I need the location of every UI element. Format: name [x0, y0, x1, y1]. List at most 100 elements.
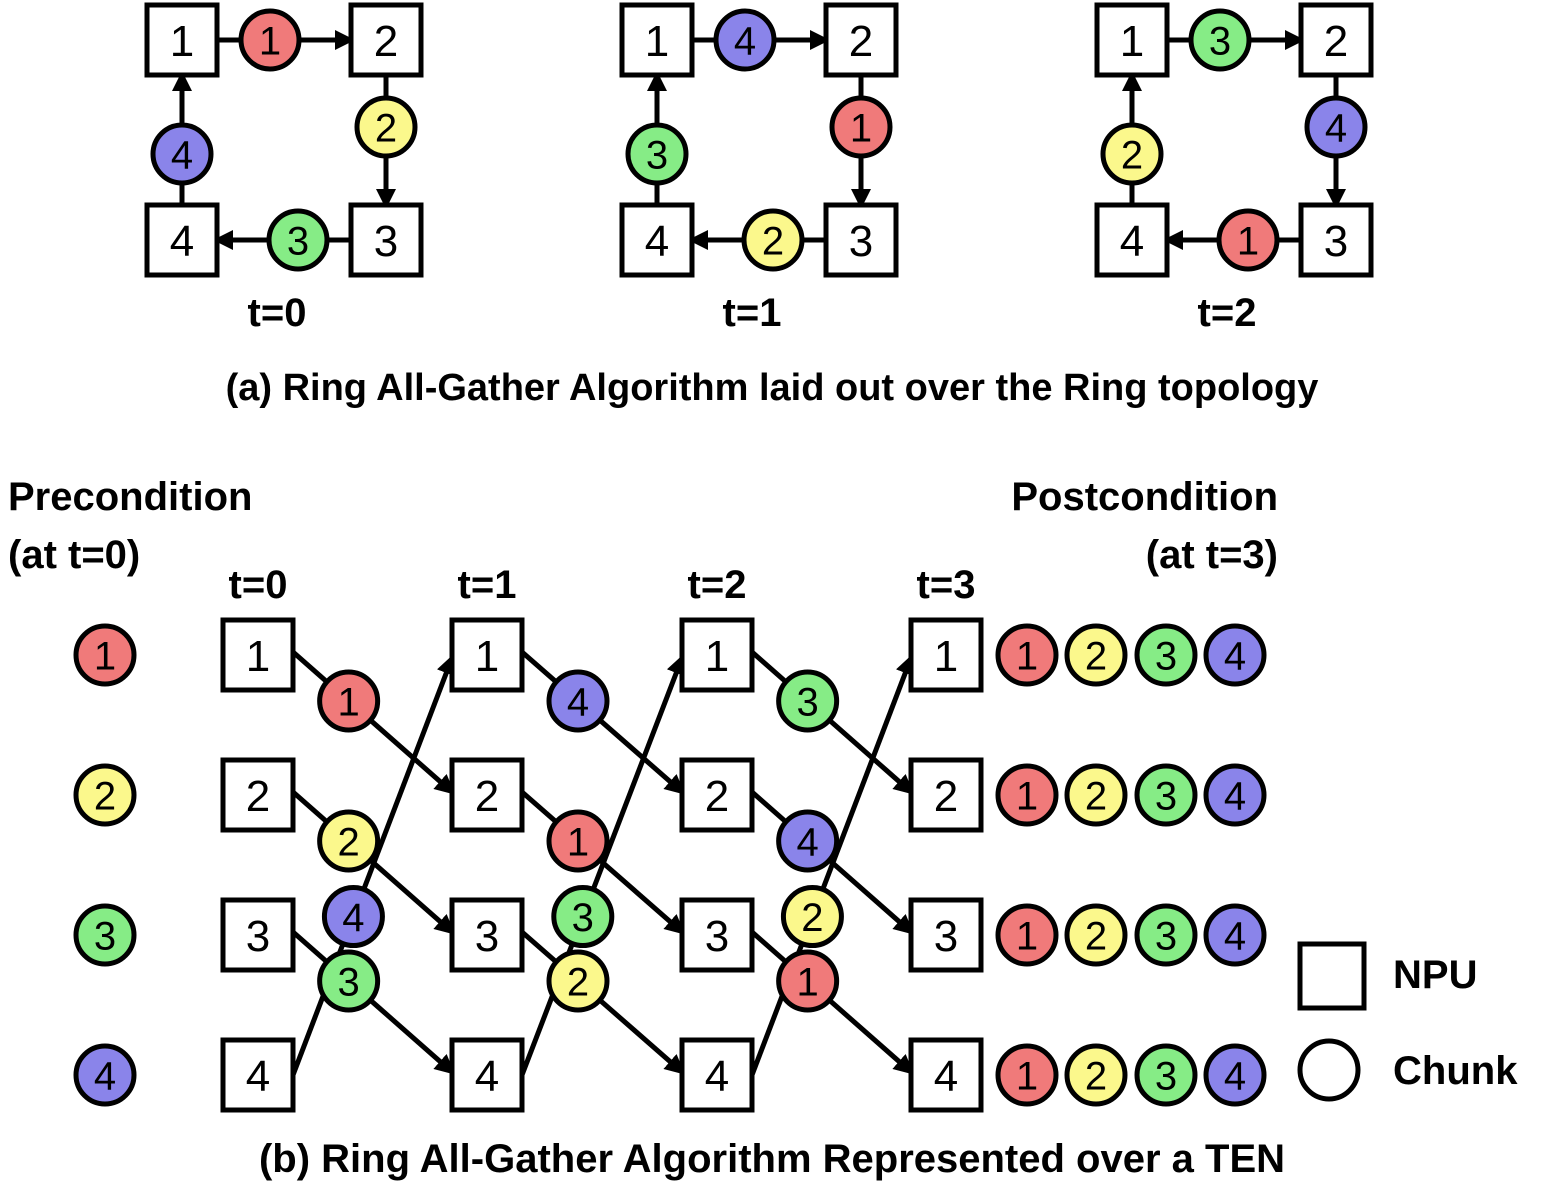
ring-1-chunk-top-label: 4: [734, 19, 756, 63]
ten-edge-t0-4-to-1: [290, 654, 456, 1076]
postcondition-npu-2-chunk-1-label: 1: [1016, 774, 1038, 818]
postcondition-npu-4-chunk-4-label: 4: [1224, 1054, 1246, 1098]
ring-2-chunk-right-circle: [1304, 95, 1368, 159]
ring-2-chunk-right-label: 4: [1325, 106, 1347, 150]
ring-2-npu-3: 3: [1298, 202, 1374, 278]
postcondition-npu-3-chunk-4-circle: [1203, 903, 1267, 967]
ten-edge-t0-1-to-2-chunk-label: 1: [338, 680, 360, 724]
ten-edge-t0-2-to-3-chunk-label: 2: [338, 820, 360, 864]
postcondition-npu-3-chunk-2: 2: [1064, 903, 1128, 967]
precondition-chunk-1: 1: [73, 623, 137, 687]
postcondition-npu-2-chunk-4-label: 4: [1224, 774, 1246, 818]
ten-edge-t2-4-to-1-chunk-circle: [780, 885, 844, 949]
ring-0-npu-3: 3: [348, 202, 424, 278]
precondition-chunk-1-circle: [73, 623, 137, 687]
ring-0-npu-1-box: [144, 2, 220, 78]
postcondition-npu-1-chunk-2-circle: [1064, 623, 1128, 687]
postcondition-npu-4-chunk-1: 1: [995, 1043, 1059, 1107]
postcondition-label: Postcondition: [1011, 475, 1278, 519]
ten-edge-t0-2-to-3-chunk-circle: [317, 809, 381, 873]
ten-npu-t1-4-box: [449, 1037, 525, 1113]
ring-2-npu-2: 2: [1298, 2, 1374, 78]
ten-edge-t0-3-to-4-chunk: 3: [317, 949, 381, 1013]
ten-npu-t1-3-box: [449, 897, 525, 973]
ten-npu-t3-1-box: [908, 617, 984, 693]
ten-edges: [290, 650, 915, 1076]
postcondition-npu-1-chunk-4-circle: [1203, 623, 1267, 687]
postcondition-npu-3-chunk-1: 1: [995, 903, 1059, 967]
ring-0-npu-2-box: [348, 2, 424, 78]
ten-edge-t0-3-to-4: [291, 930, 456, 1075]
ring-0-npu-4-box: [144, 202, 220, 278]
caption-a: (a) Ring All-Gather Algorithm laid out o…: [226, 367, 1319, 409]
caption-b: (b) Ring All-Gather Algorithm Represente…: [259, 1137, 1285, 1181]
ten-npu-t2-4-label: 4: [705, 1052, 729, 1101]
ten-edge-t0-1-to-2-chunk: 1: [317, 669, 381, 733]
ring-1-npu-3-box: [823, 202, 899, 278]
postcondition-npu-2-chunk-3-label: 3: [1155, 774, 1177, 818]
ten-edge-t1-1-to-2-chunk-label: 4: [567, 680, 589, 724]
ten-npu-t0-2-label: 2: [246, 772, 270, 821]
ring-0-npu-2: 2: [348, 2, 424, 78]
ring-1-chunk-top-circle: [713, 8, 777, 72]
legend-chunk-circle: [1297, 1038, 1361, 1102]
ring-2-chunk-top: 3: [1188, 8, 1252, 72]
ten-time-label-3: t=3: [917, 563, 976, 607]
precondition-chunk-3: 3: [73, 903, 137, 967]
legend-npu-square: [1297, 941, 1367, 1011]
ten-edge-t2-4-to-1: [749, 654, 915, 1076]
ten-npu-t2-1-label: 1: [705, 632, 729, 681]
ten-npu-t3-2-box: [908, 757, 984, 833]
ring-2-chunk-left-circle: [1100, 122, 1164, 186]
ring-2-npu-3-label: 3: [1324, 217, 1348, 266]
postcondition-npu-4-chunk-4: 4: [1203, 1043, 1267, 1107]
ring-1-chunk-bottom-label: 2: [762, 219, 784, 263]
ring-1-chunk-right: 1: [829, 95, 893, 159]
ten-edge-t1-3-to-4-chunk: 2: [546, 949, 610, 1013]
ten-edge-t1-2-to-3-chunk-circle: [546, 809, 610, 873]
ten-npu-t0-1-label: 1: [246, 632, 270, 681]
ten-npu-t3-4: 4: [908, 1037, 984, 1113]
ring-0-npu-1: 1: [144, 2, 220, 78]
ring-2-npu-4: 4: [1094, 202, 1170, 278]
precondition-label: Precondition: [8, 475, 252, 519]
precondition-chunk-3-label: 3: [94, 914, 116, 958]
postcondition-npu-1-chunk-3: 3: [1134, 623, 1198, 687]
ring-1-npu-3-label: 3: [849, 217, 873, 266]
postcondition-npu-1-chunk-1-label: 1: [1016, 634, 1038, 678]
postcondition-npu-3-chunk-1-circle: [995, 903, 1059, 967]
ten-npu-t2-3: 3: [679, 897, 755, 973]
postcondition-npu-2-chunk-4-circle: [1203, 763, 1267, 827]
precondition-chunk-3-circle: [73, 903, 137, 967]
ten-edge-t0-3-to-4-chunk-circle: [317, 949, 381, 1013]
ring-0-chunk-right-label: 2: [375, 106, 397, 150]
postcondition-npu-4-chunk-1-circle: [995, 1043, 1059, 1107]
ten-npu-t1-4-label: 4: [475, 1052, 499, 1101]
ring-2-npu-1: 1: [1094, 2, 1170, 78]
postcondition-npu-1-chunk-1: 1: [995, 623, 1059, 687]
ring-1-npu-4-box: [619, 202, 695, 278]
ring-1-npu-1: 1: [619, 2, 695, 78]
ten-edge-t1-3-to-4: [520, 930, 686, 1075]
postcondition-npu-1-chunk-4: 4: [1203, 623, 1267, 687]
ten-npu-t1-1-label: 1: [475, 632, 499, 681]
postcondition-npu-2-chunk-1-circle: [995, 763, 1059, 827]
ten-npu-t2-2: 2: [679, 757, 755, 833]
postcondition-npu-4-chunk-1-label: 1: [1016, 1054, 1038, 1098]
postcondition-npu-4-chunk-2: 2: [1064, 1043, 1128, 1107]
ten-edge-t1-4-to-1-chunk: 3: [551, 885, 615, 949]
postcondition-npu-4-chunk-4-circle: [1203, 1043, 1267, 1107]
ring-2-npu-1-box: [1094, 2, 1170, 78]
ring-0-chunk-left-circle: [150, 122, 214, 186]
ten-npu-t1-2-box: [449, 757, 525, 833]
ten-npu-t2-2-label: 2: [705, 772, 729, 821]
postcondition-npu-1-chunk-3-circle: [1134, 623, 1198, 687]
ring-0-time-label: t=0: [248, 291, 307, 335]
ring-2-chunk-left: 2: [1100, 122, 1164, 186]
precondition-chunk-4-label: 4: [94, 1054, 116, 1098]
ring-1-npu-3: 3: [823, 202, 899, 278]
ten-edge-t2-2-to-3-chunk: 4: [776, 809, 840, 873]
ten-edge-t1-2-to-3-chunk-label: 1: [567, 820, 589, 864]
postcondition-npu-2-chunk-2-circle: [1064, 763, 1128, 827]
